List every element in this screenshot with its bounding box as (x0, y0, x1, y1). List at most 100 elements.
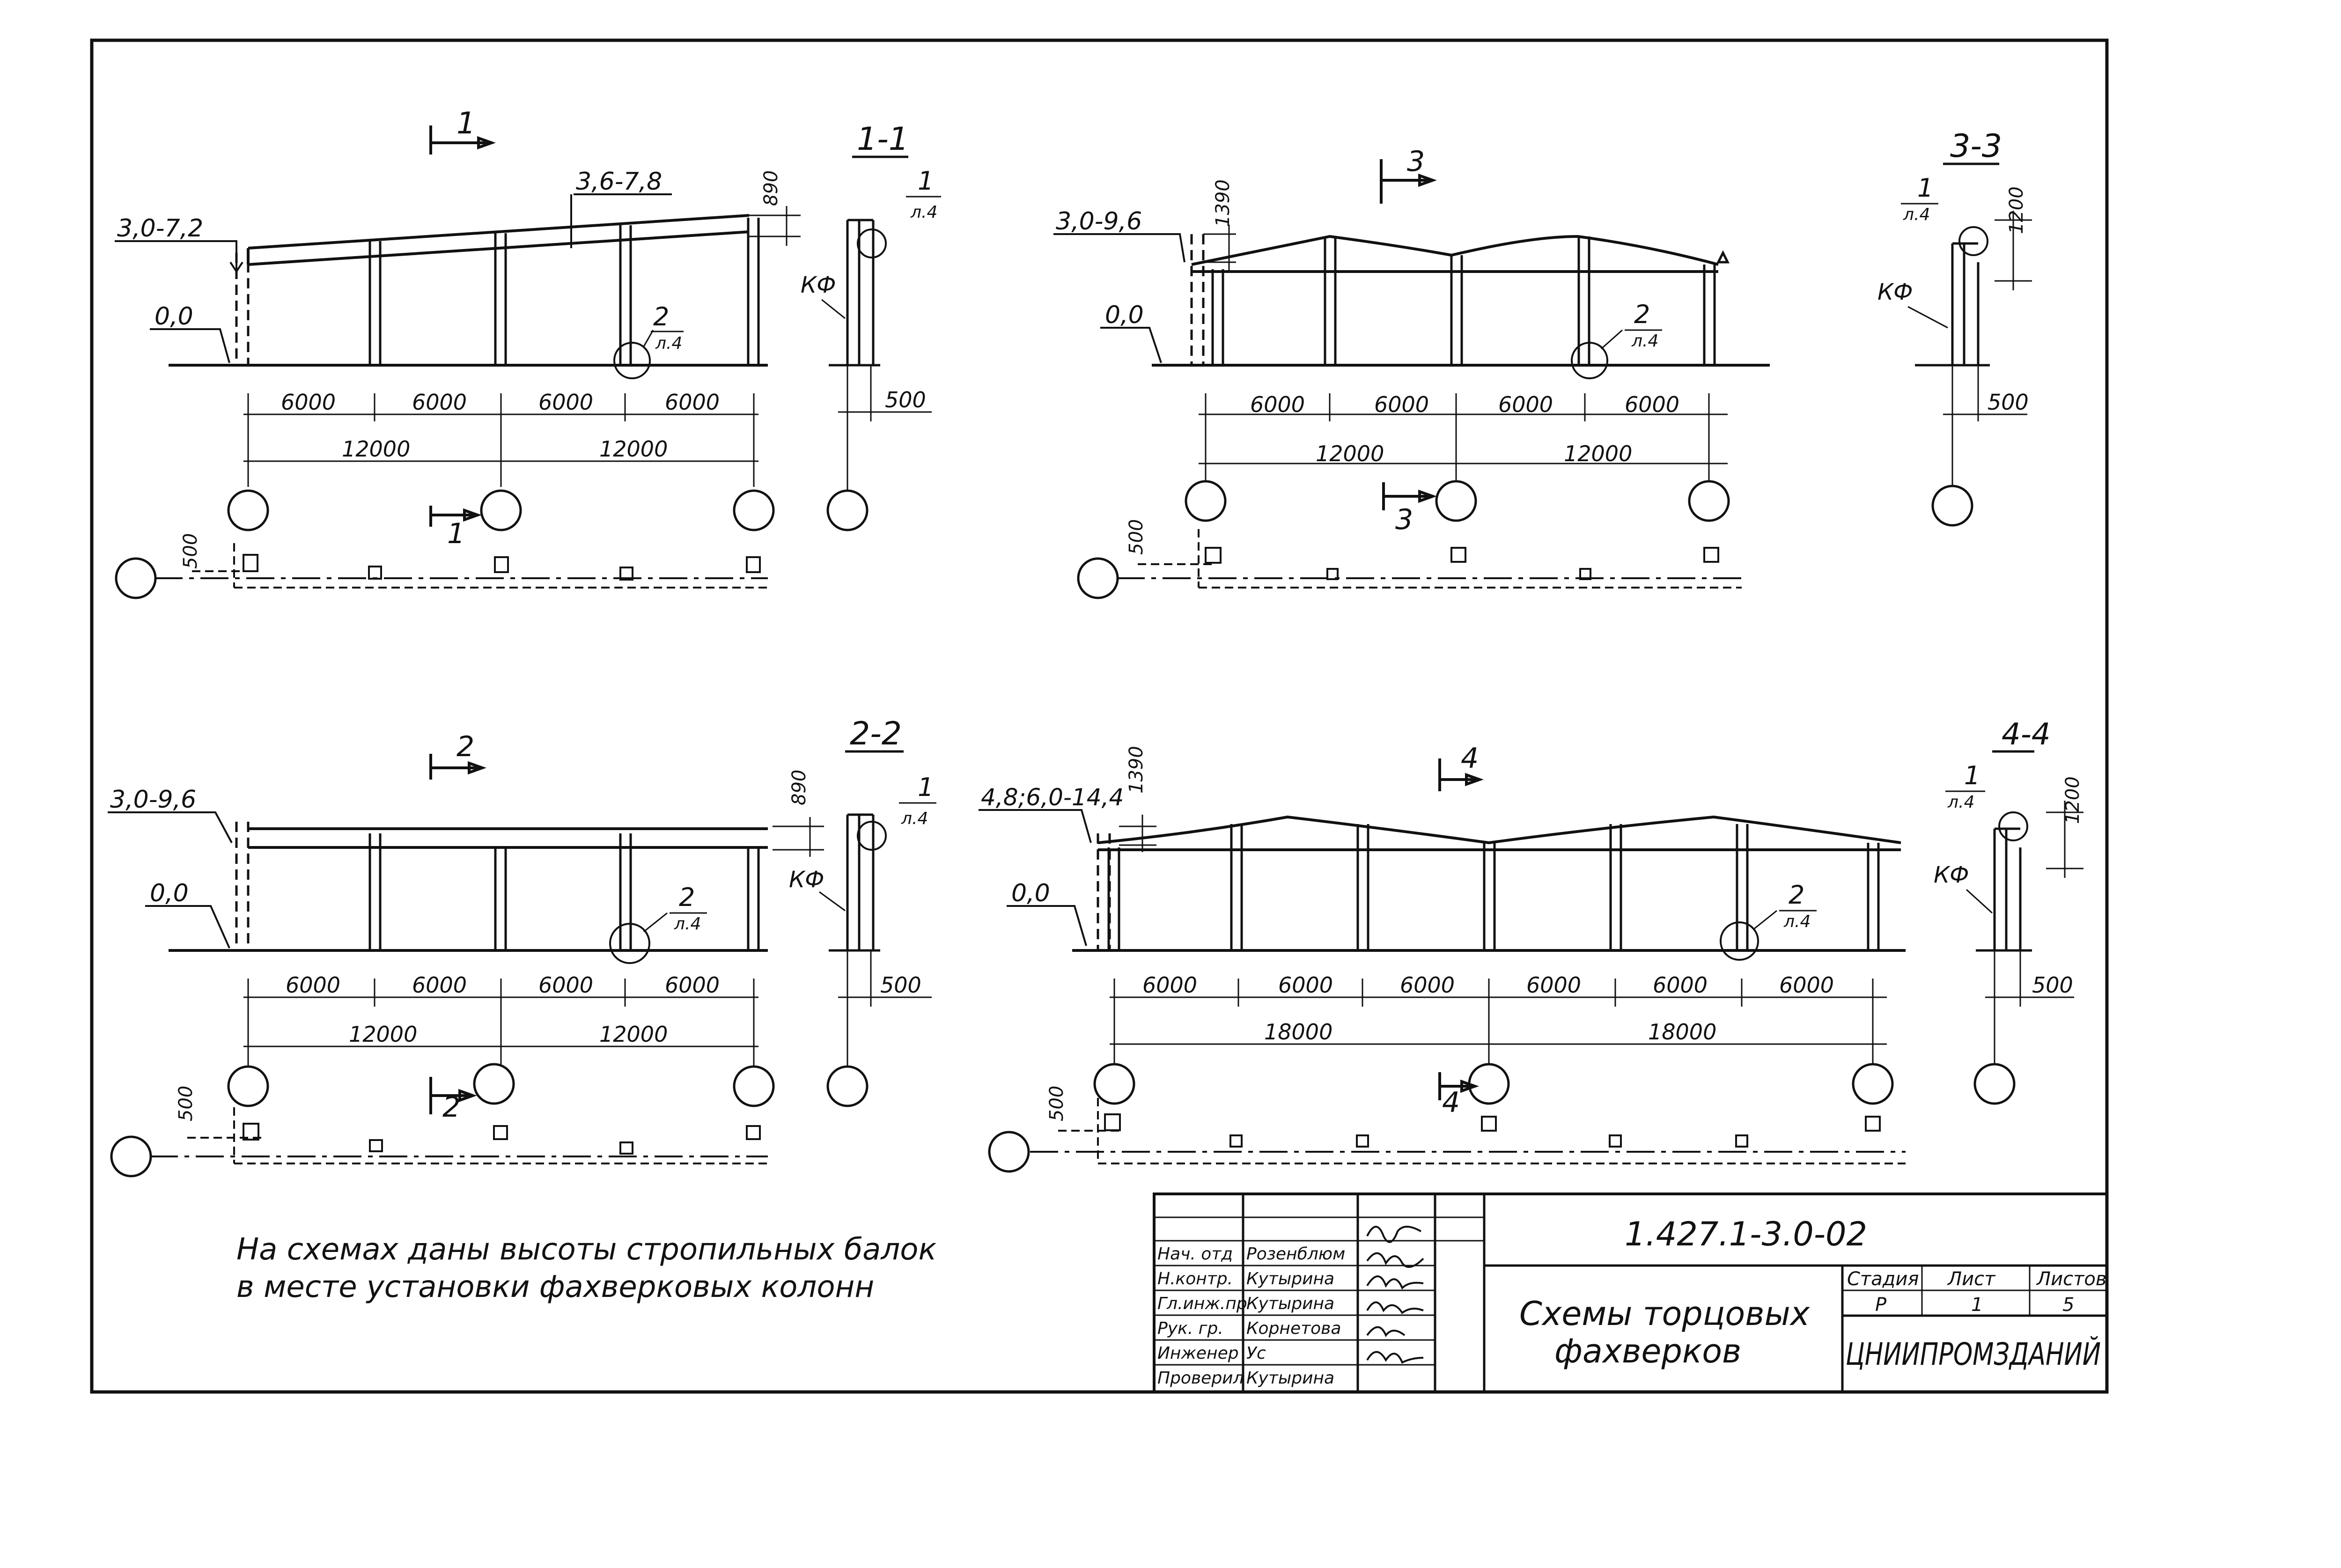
span-total-2: 18000 (1648, 1019, 1716, 1045)
axis-bubbles (115, 489, 775, 599)
dimension-lines (1199, 393, 1728, 487)
section-title: 4-4 (2002, 717, 2051, 752)
dim-depth-label: 1390 (1212, 179, 1234, 227)
roof-beam (247, 214, 750, 266)
name-5: Ус (1246, 1344, 1266, 1363)
sheet-frame (90, 38, 2109, 1394)
elev-top-marker (979, 809, 1092, 843)
section-dim-label: 500 (2032, 972, 2073, 998)
signatures (1366, 1226, 1424, 1364)
title-block-frame (1153, 1193, 2108, 1393)
section-dim-label: 500 (880, 972, 921, 998)
signature-4 (1366, 1301, 1424, 1314)
document-code: 1.427.1-3.0-02 (1625, 1215, 1867, 1253)
callout-num: 2 (1789, 880, 1804, 910)
callout-circle (613, 342, 651, 379)
callout-num: 2 (679, 883, 695, 912)
plan-wall-line (192, 543, 768, 589)
section-column (846, 813, 875, 950)
signature-rows: Нач. отд Розенблюм Н.контр. Кутырина Гл.… (1157, 1244, 1345, 1388)
left-column-dashed (235, 253, 250, 365)
signature-3 (1366, 1275, 1424, 1290)
title-grid-verticals (1242, 1194, 1486, 1392)
section-dim (838, 365, 932, 496)
general-note: На схемах даны высоты стропильных балок … (236, 1232, 936, 1304)
section-mark-3-label: 3 (1407, 145, 1425, 178)
section-mark-2-label: 2 (456, 730, 474, 763)
diagram-2-elevation: 2 3,0-9,6 0,0 890 2 л.4 6000 6000 6000 6… (108, 730, 824, 1178)
section-column (846, 219, 875, 365)
title-grid-rows (1154, 1216, 1484, 1366)
section-dim-height-label: 1200 (2062, 776, 2083, 824)
section-mark-4-arrow (1438, 758, 1484, 791)
title-block: 1.427.1-3.0-02 Схемы торцовых фахверков … (1153, 1193, 2108, 1393)
span-total-1: 12000 (349, 1022, 417, 1047)
section-3-3: 3-3 1 л.4 1200 КФ 500 (1877, 128, 2032, 527)
name-3: Кутырина (1246, 1294, 1334, 1313)
dimension-lines (1110, 979, 1887, 1070)
plan-wall-line (1138, 529, 1742, 589)
signature-6 (1366, 1351, 1424, 1364)
callout-ref: л.4 (910, 203, 937, 222)
callout-num: 1 (1964, 761, 1980, 790)
callout-leader (643, 912, 668, 933)
diagram-1-elevation: 1 3,0-7,2 0,0 3,6-7,8 890 2 л.4 6000 600… (115, 106, 801, 599)
elev-ground-label: 0,0 (150, 879, 189, 907)
sheets-value: 5 (2062, 1294, 2074, 1316)
section-mark-4-bottom-label: 4 (1442, 1086, 1460, 1119)
elev-ground-marker (150, 328, 230, 363)
plan-column-markers (1205, 547, 1719, 580)
section-node-circle (1958, 226, 1988, 256)
span-4: 6000 (665, 390, 720, 415)
section-node-circle (857, 228, 887, 258)
signature-5 (1366, 1326, 1406, 1337)
note-line-1: На схемах даны высоты стропильных балок (236, 1232, 936, 1267)
span-2: 6000 (1374, 392, 1429, 417)
span-4: 6000 (665, 972, 720, 998)
section-title: 1-1 (857, 121, 909, 158)
plan-wall-line (187, 1107, 768, 1164)
span-1: 6000 (1250, 392, 1305, 417)
title-grid-right (1484, 1264, 2107, 1392)
section-node-circle (857, 821, 887, 851)
callout-ref: л.4 (655, 334, 682, 353)
callout-num: 2 (653, 302, 669, 331)
section-4-4: 4-4 1 л.4 1200 КФ 500 (1934, 717, 2083, 1105)
dim-depth-label: 890 (788, 770, 810, 805)
note-line-2: в месте установки фахверковых колонн (236, 1270, 874, 1304)
drawing-title-line-1: Схемы торцовых (1519, 1295, 1810, 1333)
signature-1 (1366, 1226, 1421, 1243)
span-2: 6000 (412, 390, 467, 415)
callout-circle (609, 923, 650, 964)
callout-circle (1720, 921, 1759, 961)
axis-bubbles (1077, 480, 1730, 599)
section-column (1951, 242, 1980, 365)
elev-ground-label: 0,0 (155, 302, 193, 331)
callout-leader (1753, 910, 1777, 930)
sheet-value: 1 (1971, 1294, 1983, 1316)
dim-depth-marks (1203, 225, 1236, 272)
section-dim-label: 500 (885, 387, 926, 412)
section-dim (1985, 950, 2074, 1067)
callout-circle (1571, 342, 1608, 379)
section-2-2: 2-2 1 л.4 КФ 500 (789, 715, 936, 1107)
section-mark-3-bottom-label: 3 (1395, 503, 1413, 536)
elev-top-label: 3,0-7,2 (117, 214, 203, 243)
sheet-header: Лист (1947, 1268, 1996, 1290)
elev-top-label: 3,0-9,6 (1056, 207, 1142, 236)
organization-name: ЦНИИПРОМЗДАНИЙ (1846, 1336, 2101, 1372)
name-6: Кутырина (1246, 1369, 1334, 1388)
span-1: 6000 (1142, 972, 1197, 998)
diagram-3-elevation: 3 3,0-9,6 1390 0,0 2 л.4 6000 6000 6000 … (1053, 145, 1770, 599)
stage-value: Р (1875, 1294, 1887, 1316)
kf-leader (1966, 889, 1993, 914)
elev-mid-marker (570, 193, 672, 248)
signature-2 (1366, 1252, 1424, 1268)
elev-top-label: 3,0-9,6 (110, 786, 196, 814)
elev-ground-marker (1100, 327, 1162, 363)
dimension-lines (243, 393, 758, 487)
section-mark-2-arrow (429, 754, 486, 780)
kf-leader (821, 299, 846, 319)
section-dim-label: 500 (1988, 390, 2029, 415)
callout-num: 1 (918, 773, 934, 802)
